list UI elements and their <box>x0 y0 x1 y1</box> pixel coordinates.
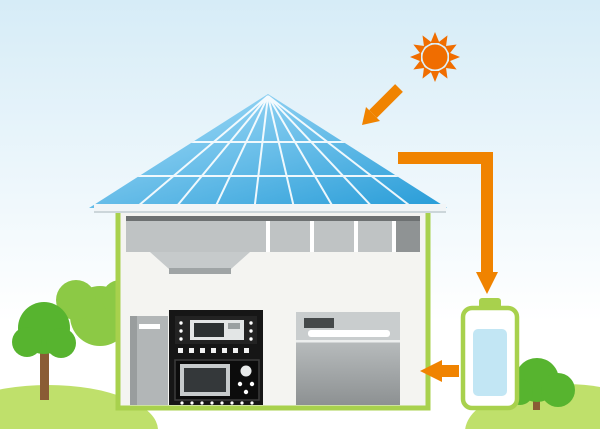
dishwasher <box>296 312 400 405</box>
roof-eave <box>94 204 446 213</box>
arrow-roof-to-battery-icon <box>398 152 498 294</box>
knob-row <box>178 348 249 353</box>
kitchen-cabinet <box>130 316 168 405</box>
stove-oven-unit <box>169 310 263 405</box>
battery-icon <box>460 298 520 411</box>
microwave-oven <box>174 359 260 401</box>
bottom-dot-row <box>180 401 254 405</box>
arrow-sun-to-roof-icon <box>362 84 403 125</box>
sun-disc <box>422 44 448 70</box>
arrow-battery-to-house-icon <box>420 360 459 382</box>
range-hood <box>150 252 250 274</box>
sun-icon <box>410 32 460 82</box>
sun-rays <box>410 32 460 82</box>
roof-eave-shadow <box>94 211 446 213</box>
panel-indicator-dots <box>179 321 253 341</box>
tree-dark-left <box>12 302 76 400</box>
upper-windows <box>126 216 420 252</box>
